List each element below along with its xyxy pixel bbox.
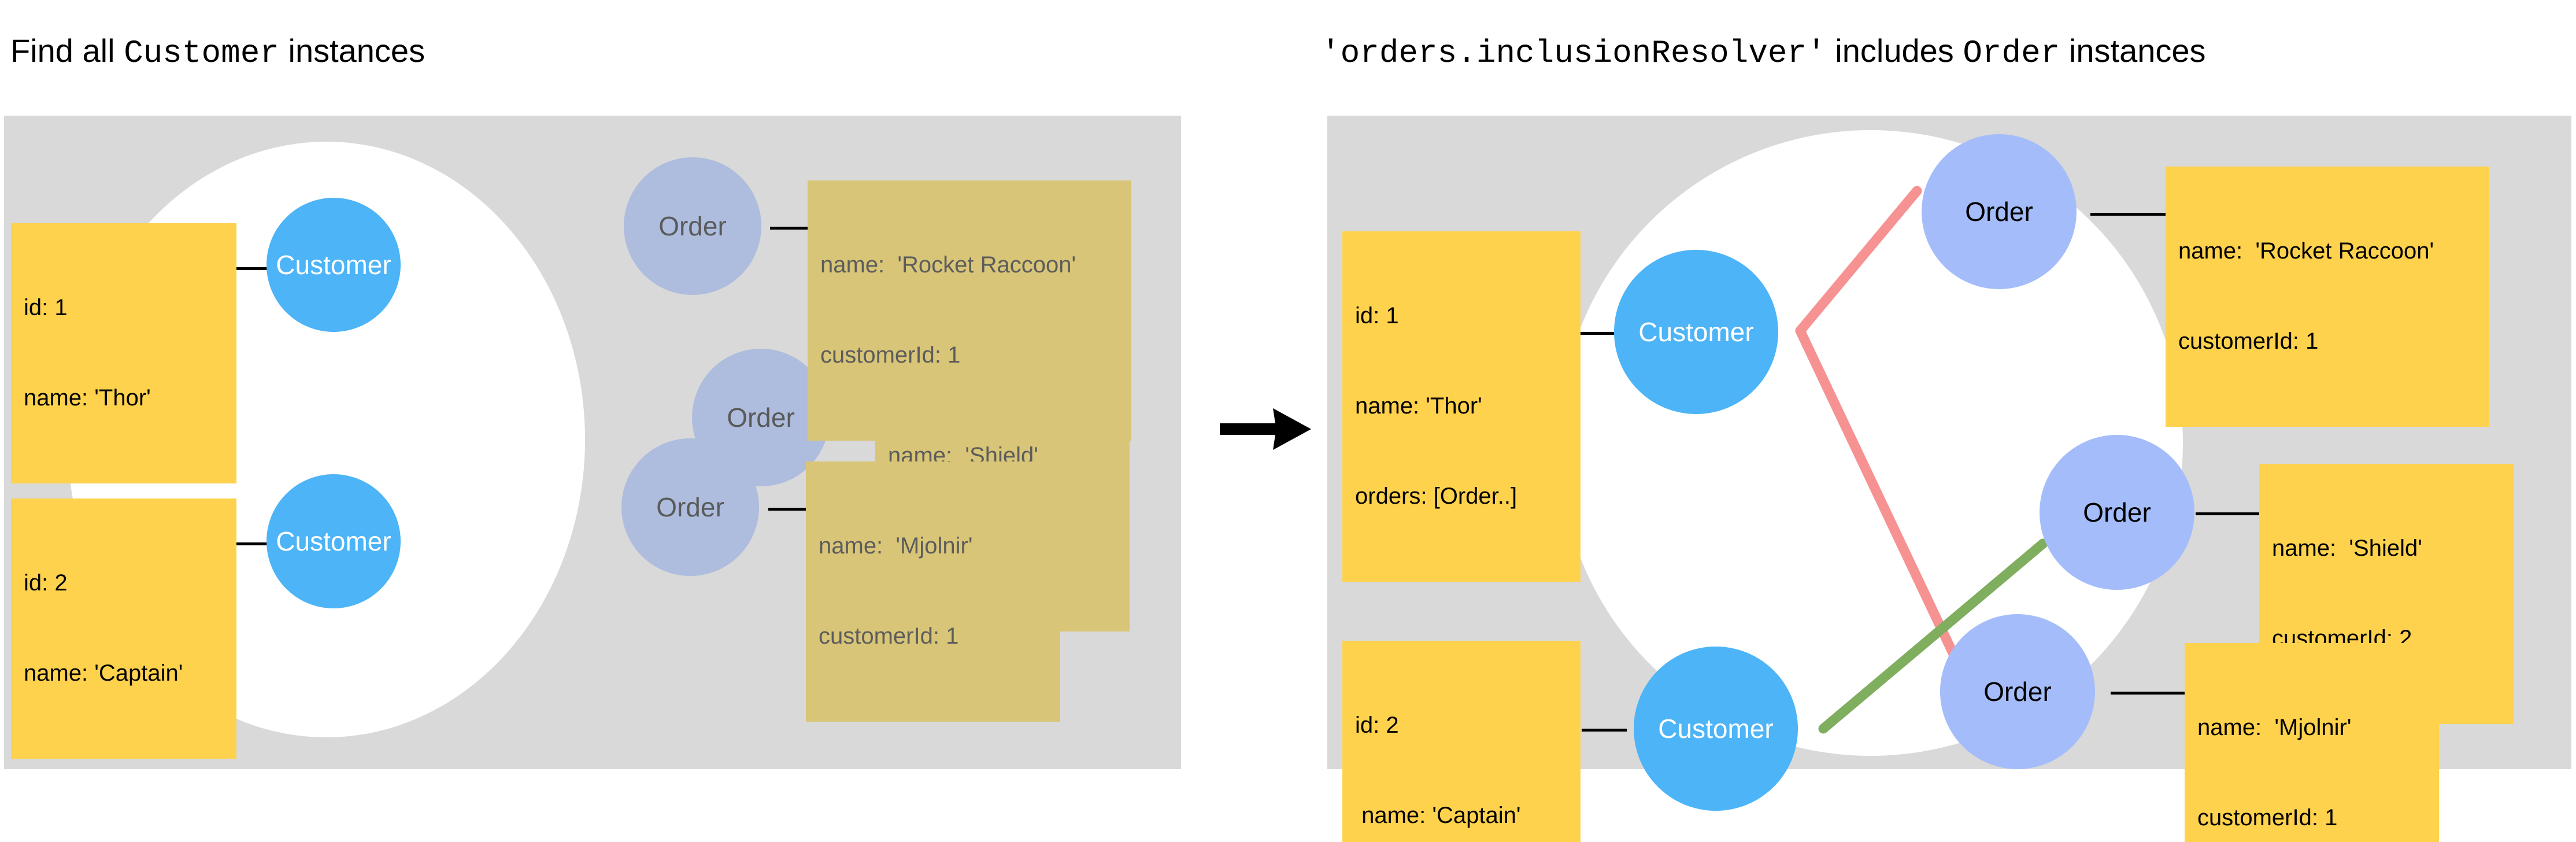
right-connector-customer-2 bbox=[1582, 729, 1627, 732]
left-order-card-3-line2: customerId: 1 bbox=[819, 623, 959, 649]
right-order-node-1-label: Order bbox=[1965, 197, 2033, 227]
right-order-card-1-line2: customerId: 1 bbox=[2178, 328, 2319, 354]
right-order-node-3-label: Order bbox=[1983, 677, 2052, 707]
right-panel: Customer Customer Order Order Order id: … bbox=[1327, 116, 2571, 842]
right-connector-order-2 bbox=[2196, 512, 2259, 515]
left-title-code: Customer bbox=[124, 35, 279, 72]
right-customer-node-1[interactable]: Customer bbox=[1614, 250, 1778, 414]
left-customer-node-1[interactable]: Customer bbox=[267, 198, 401, 332]
right-order-card-2-line1: name: 'Shield' bbox=[2272, 536, 2422, 561]
right-customer-card-2[interactable]: id: 2 name: 'Captain' orders: [Order..] bbox=[1342, 641, 1581, 842]
left-order-card-1-line1: name: 'Rocket Raccoon' bbox=[820, 252, 1076, 278]
relation-edges bbox=[1795, 186, 2048, 734]
left-customer-node-1-label: Customer bbox=[276, 250, 391, 280]
left-order-node-3-label: Order bbox=[656, 492, 724, 522]
right-connector-order-1 bbox=[2090, 213, 2166, 216]
right-customer-card-1-line1: id: 1 bbox=[1355, 303, 1399, 328]
right-order-card-3-line2: customerId: 1 bbox=[2197, 805, 2338, 830]
right-connector-order-3 bbox=[2111, 692, 2185, 695]
right-order-card-1-line1: name: 'Rocket Raccoon' bbox=[2178, 238, 2434, 264]
transition-arrow bbox=[1220, 405, 1312, 456]
right-panel-title: 'orders.inclusionResolver' includes Orde… bbox=[1321, 32, 2206, 72]
left-panel: Customer Customer Order Order Order id: … bbox=[4, 116, 1181, 769]
left-customer-card-2-line2: name: 'Captain' bbox=[24, 660, 183, 686]
right-order-node-2[interactable]: Order bbox=[2040, 435, 2194, 590]
left-connector-customer-1 bbox=[234, 267, 269, 270]
left-customer-card-1[interactable]: id: 1 name: 'Thor' bbox=[11, 223, 236, 483]
right-connector-customer-1 bbox=[1581, 332, 1618, 335]
relation-captain-shield bbox=[1818, 538, 2048, 734]
left-customer-card-1-line2: name: 'Thor' bbox=[24, 385, 151, 411]
right-order-card-3-line1: name: 'Mjolnir' bbox=[2197, 715, 2352, 740]
right-order-node-1[interactable]: Order bbox=[1922, 134, 2077, 289]
left-order-node-1-label: Order bbox=[658, 211, 727, 241]
left-customer-card-1-line1: id: 1 bbox=[24, 295, 68, 320]
left-order-node-1[interactable]: Order bbox=[624, 157, 761, 295]
left-order-card-3[interactable]: name: 'Mjolnir' customerId: 1 bbox=[806, 461, 1060, 722]
right-customer-node-2[interactable]: Customer bbox=[1634, 647, 1798, 811]
right-customer-card-1-line2: name: 'Thor' bbox=[1355, 393, 1482, 419]
right-customer-card-2-line1: id: 2 bbox=[1355, 712, 1399, 738]
left-connector-customer-2 bbox=[234, 542, 269, 545]
left-order-card-1-line2: customerId: 1 bbox=[820, 342, 961, 368]
right-order-node-2-label: Order bbox=[2083, 497, 2151, 527]
right-order-card-1[interactable]: name: 'Rocket Raccoon' customerId: 1 bbox=[2166, 167, 2489, 427]
left-connector-order-1 bbox=[770, 227, 808, 230]
left-panel-title: Find all Customer instances bbox=[10, 32, 425, 72]
left-title-suffix: instances bbox=[279, 32, 425, 69]
right-title-code2: Order bbox=[1963, 35, 2060, 72]
right-order-node-3[interactable]: Order bbox=[1940, 614, 2095, 769]
right-customer-card-2-line2: name: 'Captain' bbox=[1355, 803, 1521, 828]
left-customer-node-2[interactable]: Customer bbox=[267, 474, 401, 608]
relation-thor-rocket-raccoon bbox=[1795, 186, 1922, 336]
left-customer-card-2-line1: id: 2 bbox=[24, 570, 68, 596]
right-arrow-icon bbox=[1220, 408, 1311, 450]
left-customer-node-2-label: Customer bbox=[276, 526, 391, 556]
right-title-suffix: instances bbox=[2060, 32, 2206, 69]
right-title-code: 'orders.inclusionResolver' bbox=[1321, 35, 1826, 72]
relation-thor-mjolnir bbox=[1795, 326, 1979, 702]
right-customer-card-1[interactable]: id: 1 name: 'Thor' orders: [Order..] bbox=[1342, 231, 1581, 582]
right-title-mid: includes bbox=[1826, 32, 1963, 69]
left-order-card-3-line1: name: 'Mjolnir' bbox=[819, 533, 973, 559]
left-order-node-3[interactable]: Order bbox=[621, 438, 759, 576]
right-order-card-3[interactable]: name: 'Mjolnir' customerId: 1 bbox=[2185, 643, 2439, 842]
left-title-prefix: Find all bbox=[10, 32, 124, 69]
right-customer-node-1-label: Customer bbox=[1638, 317, 1754, 347]
left-customer-card-2[interactable]: id: 2 name: 'Captain' bbox=[11, 498, 236, 759]
right-customer-card-1-line3: orders: [Order..] bbox=[1355, 483, 1518, 509]
right-customer-node-2-label: Customer bbox=[1658, 714, 1774, 744]
left-order-node-2-label: Order bbox=[727, 402, 795, 433]
left-connector-order-3 bbox=[768, 508, 806, 511]
